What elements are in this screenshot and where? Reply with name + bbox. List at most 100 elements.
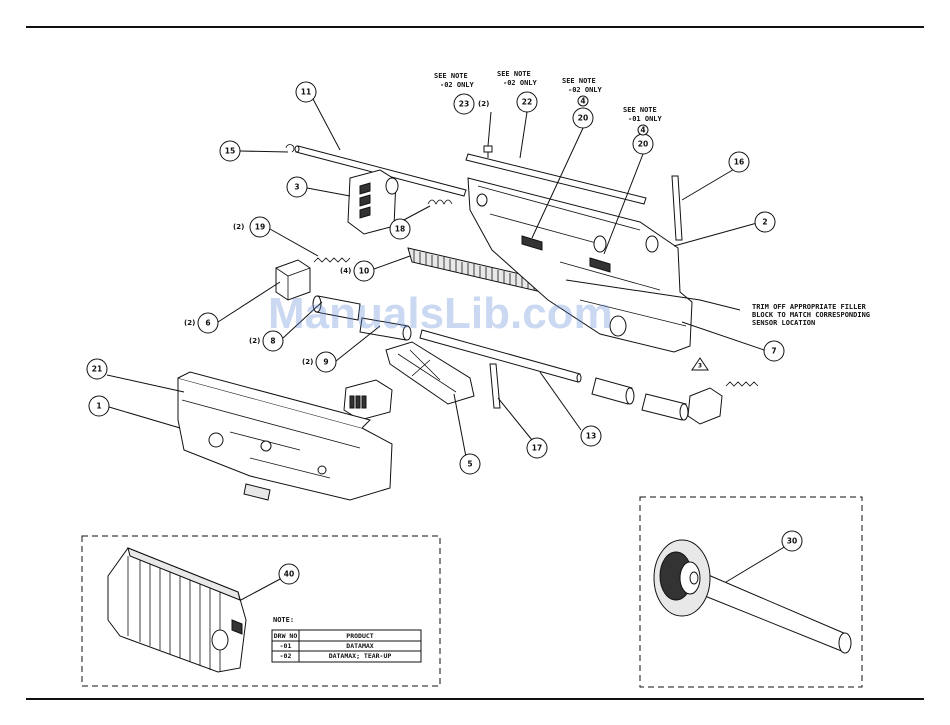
- callout-30: 30: [781, 530, 803, 552]
- svg-text:4: 4: [580, 97, 585, 106]
- note-triangle: 3: [691, 357, 709, 371]
- svg-text:17: 17: [532, 444, 542, 453]
- svg-text:23: 23: [459, 100, 469, 109]
- svg-text:20: 20: [638, 140, 648, 149]
- callout-5: 5: [459, 453, 481, 475]
- table-cell: DATAMAX; TEAR-UP: [329, 652, 392, 660]
- part-3-bracket: [347, 169, 399, 235]
- callout-9: 9(2): [302, 351, 337, 373]
- callout-21: 21: [86, 358, 108, 380]
- callout-20a: 20: [572, 107, 594, 129]
- callout-6: 6 (2): [184, 312, 219, 334]
- svg-text:6: 6: [205, 319, 210, 328]
- svg-text:SENSOR LOCATION: SENSOR LOCATION: [752, 319, 815, 327]
- detail-box-40: [81, 535, 441, 687]
- callout-18: 18: [389, 218, 411, 240]
- watermark: ManualsLib.com: [268, 289, 613, 338]
- svg-text:3: 3: [698, 363, 702, 370]
- part-end-block: [687, 387, 723, 425]
- svg-text:(2): (2): [184, 319, 195, 327]
- table-cell: -02: [280, 652, 292, 660]
- callout-1: 1: [88, 395, 110, 417]
- part-16-pin: [671, 175, 683, 241]
- callout-40: 40: [278, 563, 300, 585]
- svg-text:BLOCK TO MATCH CORRESPONDING: BLOCK TO MATCH CORRESPONDING: [752, 311, 870, 319]
- svg-text:(2): (2): [233, 223, 244, 231]
- svg-text:40: 40: [284, 570, 294, 579]
- callout-22: 22: [516, 91, 538, 113]
- callout-23: 23 (2): [453, 93, 489, 115]
- part-20-sensor-a: [521, 235, 543, 251]
- svg-text:16: 16: [734, 158, 744, 167]
- svg-text:(2): (2): [478, 100, 489, 108]
- svg-text:(4): (4): [340, 267, 351, 275]
- part-15-clip: [285, 144, 295, 153]
- note-20b: SEE NOTE -01 ONLY 4: [623, 106, 663, 136]
- callout-10: 10(4): [340, 260, 375, 282]
- svg-text:-02 ONLY: -02 ONLY: [440, 81, 475, 89]
- svg-text:4: 4: [640, 126, 645, 135]
- callout-7: 7: [763, 340, 785, 362]
- svg-text:SEE NOTE: SEE NOTE: [562, 77, 596, 85]
- callout-17: 17: [526, 437, 548, 459]
- part-40-assembly: [107, 547, 247, 673]
- callout-15: 15: [219, 140, 241, 162]
- svg-text:18: 18: [395, 225, 405, 234]
- svg-text:22: 22: [522, 98, 532, 107]
- callout-20b: 20: [632, 133, 654, 155]
- part-20-sensor-b: [589, 257, 611, 273]
- svg-text:21: 21: [92, 365, 102, 374]
- svg-text:19: 19: [255, 223, 265, 232]
- part-frame: [467, 177, 693, 353]
- part-18-spring: [427, 199, 453, 205]
- callout-3: 3: [286, 176, 308, 198]
- svg-text:SEE NOTE: SEE NOTE: [497, 70, 531, 78]
- part-5-bracket: [385, 341, 475, 405]
- part-rollers-right: [591, 377, 689, 421]
- svg-text:8: 8: [270, 337, 275, 346]
- svg-text:NOTE:: NOTE:: [273, 616, 294, 624]
- callout-19: 19 (2): [233, 216, 271, 238]
- callout-11: 11: [295, 81, 317, 103]
- svg-text:11: 11: [301, 88, 311, 97]
- svg-text:-02 ONLY: -02 ONLY: [503, 79, 538, 87]
- svg-text:15: 15: [225, 147, 235, 156]
- part-9-roller: [359, 317, 412, 341]
- part-22-bar: [465, 153, 647, 205]
- svg-text:1: 1: [96, 402, 101, 411]
- table-cell: -01: [280, 642, 292, 650]
- callout-13: 13: [580, 425, 602, 447]
- svg-text:7: 7: [771, 347, 776, 356]
- svg-text:2: 2: [762, 218, 767, 227]
- part-spring-right: [725, 381, 759, 387]
- part-19-spring: [313, 257, 351, 263]
- svg-text:-01 ONLY: -01 ONLY: [628, 115, 663, 123]
- svg-text:-02 ONLY: -02 ONLY: [568, 86, 603, 94]
- svg-text:13: 13: [586, 432, 596, 441]
- callout-16: 16: [728, 151, 750, 173]
- part-23-screw: [483, 145, 493, 158]
- svg-text:30: 30: [787, 537, 797, 546]
- svg-text:9: 9: [323, 358, 328, 367]
- part-1-housing: [177, 371, 393, 501]
- note-22: SEE NOTE -02 ONLY: [497, 70, 538, 87]
- svg-text:SEE NOTE: SEE NOTE: [623, 106, 657, 114]
- part-13-shaft: [419, 329, 582, 383]
- svg-text:SEE NOTE: SEE NOTE: [434, 72, 468, 80]
- callout-8: 8(2): [249, 330, 284, 352]
- svg-text:5: 5: [467, 460, 472, 469]
- note-table: NOTE: DRW NO PRODUCT -01 DATAMAX -02 DAT…: [271, 616, 422, 663]
- part-6-block: [275, 259, 311, 301]
- note-trim: TRIM OFF APPROPRIATE FILLER BLOCK TO MAT…: [752, 303, 870, 327]
- svg-text:TRIM OFF APPROPRIATE FILLER: TRIM OFF APPROPRIATE FILLER: [752, 303, 867, 311]
- note-20a: SEE NOTE -02 ONLY 4: [562, 77, 603, 107]
- part-30-roller: [653, 539, 852, 654]
- part-connector: [343, 379, 393, 421]
- svg-text:20: 20: [578, 114, 588, 123]
- callout-2: 2: [754, 211, 776, 233]
- table-header-product: PRODUCT: [346, 632, 373, 640]
- detail-box-30: [639, 496, 863, 688]
- table-header-drw: DRW NO: [274, 632, 298, 640]
